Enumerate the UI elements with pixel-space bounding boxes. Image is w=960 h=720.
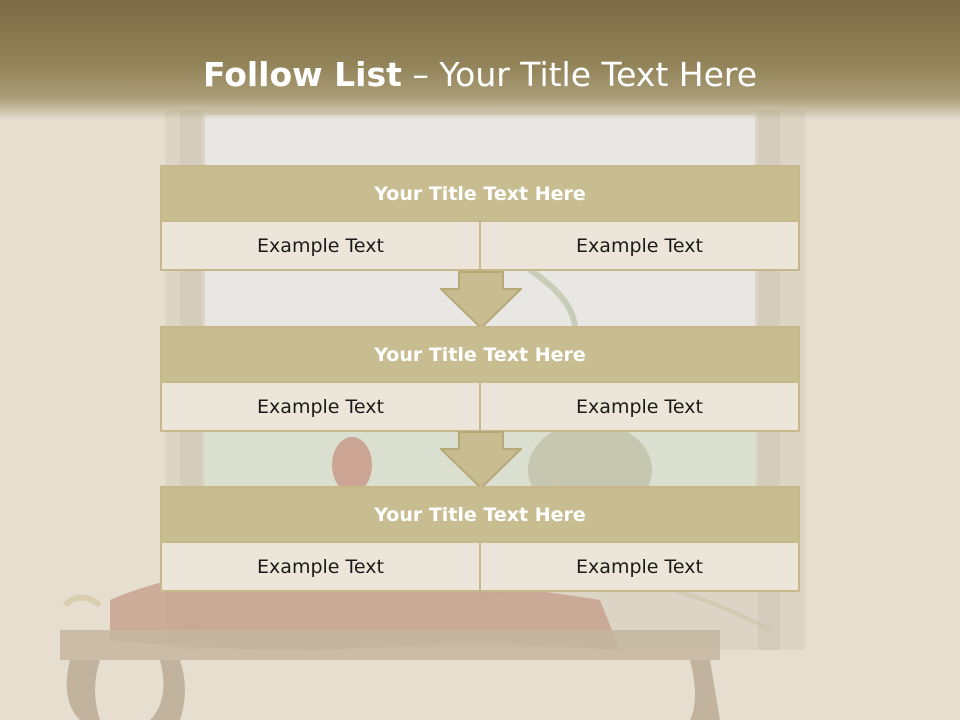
block-row: Example Text Example Text — [160, 383, 800, 432]
down-arrow-icon — [440, 431, 522, 489]
slide-title: Follow List – Your Title Text Here — [0, 55, 960, 94]
block-text-left: Example Text — [160, 543, 481, 592]
block-row: Example Text Example Text — [160, 543, 800, 592]
title-bar — [0, 0, 960, 120]
block-text-right: Example Text — [481, 543, 800, 592]
block-title: Your Title Text Here — [160, 486, 800, 543]
list-block-1: Your Title Text Here Example Text Exampl… — [160, 165, 800, 271]
block-row: Example Text Example Text — [160, 222, 800, 271]
slide-title-bold: Follow List — [202, 55, 402, 94]
list-block-2: Your Title Text Here Example Text Exampl… — [160, 326, 800, 432]
block-text-right: Example Text — [481, 383, 800, 432]
block-text-right: Example Text — [481, 222, 800, 271]
block-text-left: Example Text — [160, 383, 481, 432]
slide-title-rest: – Your Title Text Here — [401, 55, 758, 94]
block-title: Your Title Text Here — [160, 326, 800, 383]
list-block-3: Your Title Text Here Example Text Exampl… — [160, 486, 800, 592]
down-arrow-icon — [440, 271, 522, 329]
block-text-left: Example Text — [160, 222, 481, 271]
block-title: Your Title Text Here — [160, 165, 800, 222]
